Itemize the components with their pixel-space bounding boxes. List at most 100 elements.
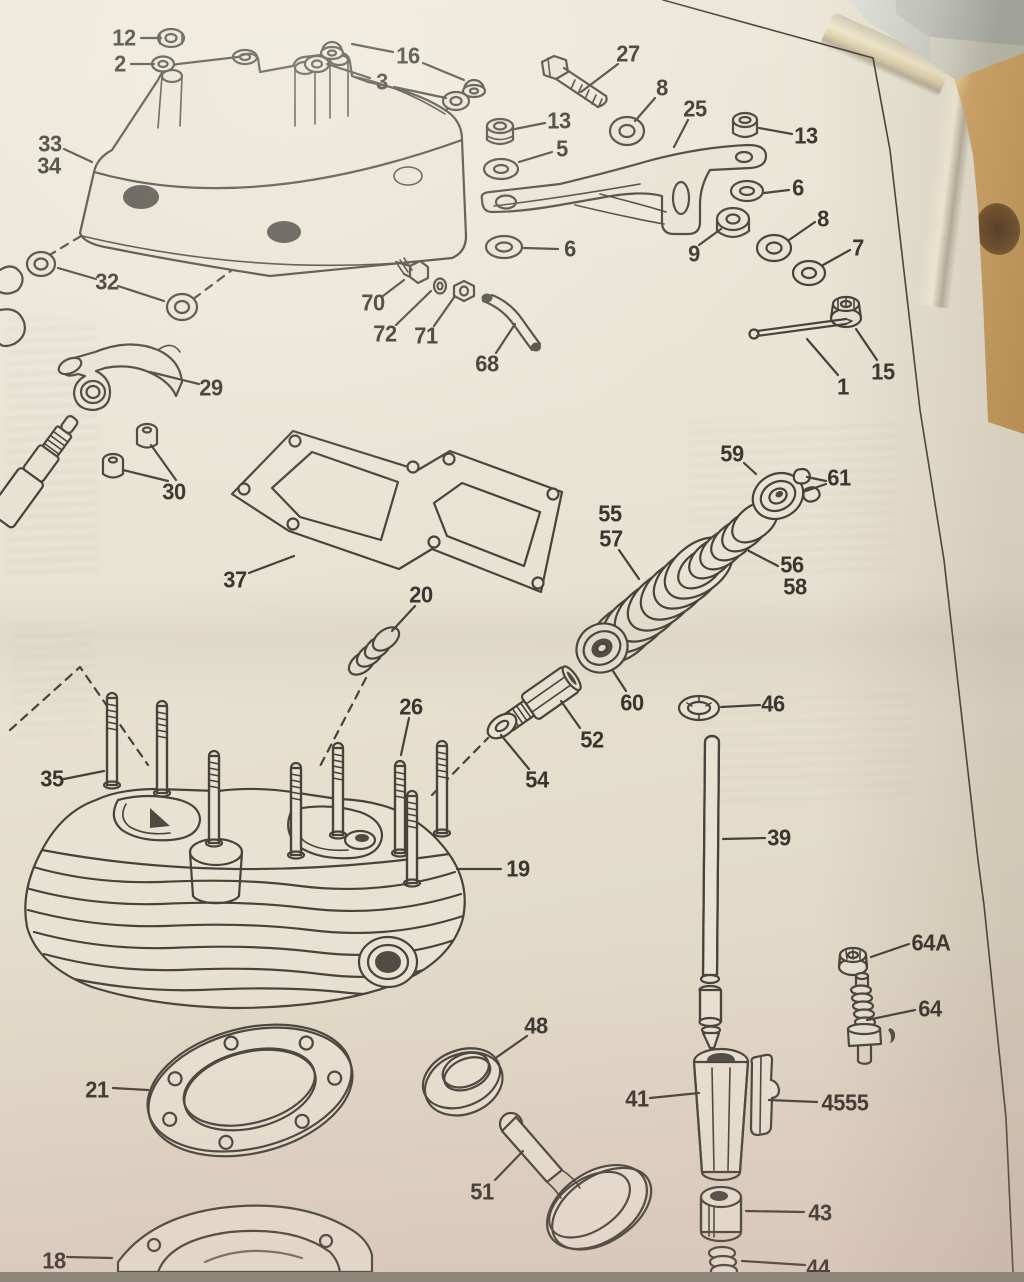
leader-line-54 <box>499 733 531 771</box>
leader-line-64 <box>865 1008 917 1022</box>
part-nut-71 <box>452 279 476 303</box>
leader-line-1 <box>805 337 840 377</box>
part-acorn-nuts-16 <box>319 40 487 99</box>
leader-line-41 <box>648 1091 701 1100</box>
ink-mark <box>888 1028 896 1043</box>
part-washer-2 <box>150 55 176 73</box>
leader-line-4555 <box>767 1098 819 1104</box>
leader-line-70 <box>381 278 406 298</box>
part-hose-68 <box>481 293 542 352</box>
part-valve-guide-41 <box>692 1047 750 1182</box>
part-head-gasket-21 <box>146 1023 354 1158</box>
leader-line-18 <box>65 1255 114 1260</box>
part-grommets-32 <box>25 250 199 322</box>
part-washer-5 <box>482 157 520 181</box>
part-cotter-pin-1 <box>748 317 853 340</box>
part-locknut-13-left <box>485 117 515 146</box>
leader-line-16 <box>421 61 466 82</box>
part-bushing-43 <box>699 1185 743 1243</box>
part-rocker-cover <box>78 48 468 278</box>
leader-line-8 <box>787 220 817 242</box>
part-washer-6-right <box>729 179 765 203</box>
leader-line-32 <box>116 284 166 303</box>
leader-line-72 <box>394 289 433 327</box>
part-valve-51 <box>498 1111 653 1251</box>
leader-lines <box>56 36 917 1267</box>
leader-line-61 <box>805 475 828 483</box>
leader-line-60 <box>611 669 628 693</box>
leader-line-3 <box>325 62 372 80</box>
leader-line-48 <box>495 1034 529 1059</box>
leader-line-26 <box>399 716 411 757</box>
leader-line-64A <box>869 942 911 959</box>
leader-line-44 <box>740 1259 807 1267</box>
leader-line-3 <box>392 85 448 100</box>
part-bracket-25 <box>480 143 768 236</box>
leader-line-71 <box>432 294 457 328</box>
part-key-45-55 <box>749 1053 781 1137</box>
part-bushings-30 <box>101 422 159 479</box>
leader-line-35 <box>62 769 106 781</box>
part-rocker-arm-29 <box>57 343 184 412</box>
leader-line-30 <box>149 443 178 482</box>
leader-line-6 <box>522 246 560 251</box>
showthrough-text <box>700 690 914 805</box>
leader-line-29 <box>148 370 201 386</box>
leader-line-32 <box>56 266 98 281</box>
leader-line-13 <box>513 121 547 131</box>
leader-line-51 <box>493 1149 525 1182</box>
part-washer-54 <box>486 712 518 740</box>
part-pushrod-39 <box>698 734 723 1050</box>
part-washer-8-right <box>755 233 793 263</box>
part-edge-stubs <box>0 265 26 348</box>
part-bolt-27 <box>540 54 608 109</box>
showthrough-text <box>12 624 94 742</box>
leader-line-7 <box>821 248 852 267</box>
part-rocker-shaft <box>0 415 79 529</box>
leader-line-46 <box>719 703 762 709</box>
leader-line-39 <box>721 836 767 841</box>
part-washer-6-left <box>484 234 524 260</box>
leader-line-43 <box>744 1209 806 1214</box>
part-washer-72 <box>432 277 448 295</box>
leader-line-8 <box>633 96 657 123</box>
leader-line-30 <box>121 468 170 483</box>
leader-line-61 <box>801 482 828 494</box>
part-spring-seat-60 <box>575 622 629 674</box>
leader-line-57 <box>617 548 641 581</box>
leader-line-21 <box>111 1086 150 1092</box>
leader-line-13 <box>757 126 794 136</box>
leader-line-6 <box>762 188 791 195</box>
leader-line-37 <box>247 554 296 575</box>
part-castle-nut-64a <box>837 946 869 977</box>
leader-line-25 <box>672 118 690 149</box>
leader-line-5 <box>517 150 554 164</box>
leader-line-59 <box>742 461 758 476</box>
part-fitting-70 <box>394 257 430 285</box>
leader-line-15 <box>854 327 879 362</box>
printed-border <box>662 0 1014 1272</box>
leader-line-16 <box>350 42 395 54</box>
part-castle-nut-15 <box>829 295 863 329</box>
part-locknut-13-right <box>731 111 759 139</box>
leader-line-27 <box>579 62 620 94</box>
leader-line-33 <box>62 147 94 164</box>
part-spring-20 <box>347 626 401 676</box>
leader-line-20 <box>390 604 417 633</box>
part-spacer-9 <box>715 206 751 239</box>
part-cylinder-head-19 <box>24 691 466 1010</box>
part-adjuster-64 <box>846 971 896 1065</box>
leader-line-9 <box>697 227 723 247</box>
part-washer-8-left <box>608 115 646 147</box>
part-washer-7 <box>791 259 827 287</box>
leader-line-68 <box>494 322 517 355</box>
part-flange-18 <box>116 1204 374 1272</box>
leader-line-52 <box>559 699 582 730</box>
part-spring-44 <box>707 1245 739 1272</box>
part-lock-ring-46 <box>677 694 721 722</box>
part-seal-48 <box>421 1047 504 1117</box>
leader-line-56 <box>747 549 780 568</box>
